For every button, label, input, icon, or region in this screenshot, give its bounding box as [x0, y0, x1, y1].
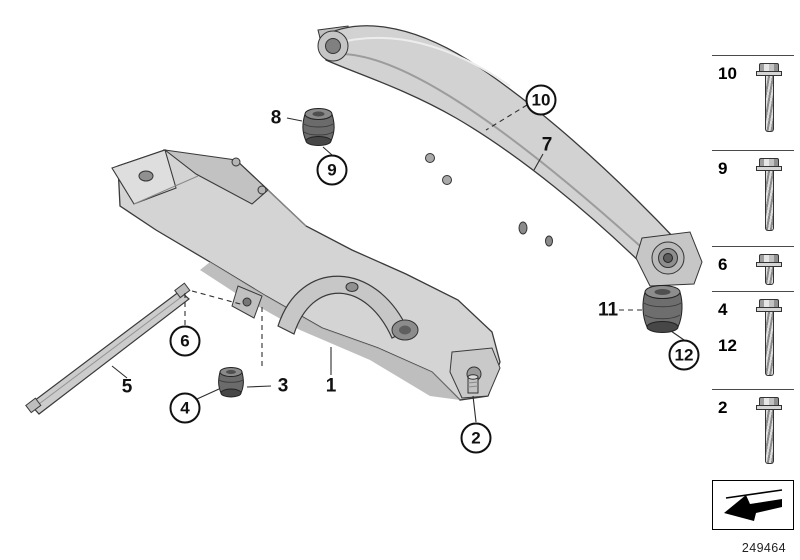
- bolt-shaft: [764, 267, 774, 285]
- callout-7: 7: [541, 134, 553, 156]
- callout-3: 3: [277, 375, 289, 397]
- trailing-arm-part: [317, 25, 703, 287]
- bolt-flange: [756, 262, 782, 267]
- leader-lines: [111, 104, 685, 423]
- callout-8: 8: [270, 107, 282, 129]
- bolt-shaft: [764, 76, 774, 132]
- legend-row-10: 10: [712, 55, 794, 150]
- hex-bolt-icon: [756, 254, 782, 285]
- direction-arrow-icon: [724, 489, 783, 521]
- rubber-mount-3: [218, 367, 244, 398]
- callout-12: 12: [668, 339, 700, 371]
- direction-arrow-cell: [712, 480, 794, 530]
- legend-label-2: 2: [718, 398, 728, 417]
- hex-bolt-icon: [756, 158, 782, 231]
- hex-bolt-icon: [756, 63, 782, 132]
- rubber-mount-12: [642, 285, 683, 333]
- bolt-shaft: [764, 410, 774, 464]
- stabilizer-rod-part: [25, 282, 191, 415]
- callout-11: 11: [597, 299, 619, 321]
- mount-bolt-2: [467, 374, 479, 394]
- legend-row-2: 2: [712, 389, 794, 480]
- callout-4: 4: [169, 392, 201, 424]
- callout-6: 6: [169, 325, 201, 357]
- bolt-flange: [756, 71, 782, 76]
- legend-label-4: 4: [718, 300, 728, 319]
- callout-1: 1: [325, 375, 337, 397]
- callout-10: 10: [525, 84, 557, 116]
- legend-label-6: 6: [718, 255, 728, 274]
- legend-row-9: 9: [712, 150, 794, 246]
- bolt-flange: [756, 307, 782, 312]
- hex-bolt-icon: [756, 299, 782, 376]
- legend-row-6: 6: [712, 246, 794, 291]
- callout-2: 2: [460, 422, 492, 454]
- hex-bolt-icon: [756, 397, 782, 464]
- legend-label-9: 9: [718, 159, 728, 178]
- fastener-legend: 10 9 6 4 12: [712, 55, 794, 480]
- legend-row-4-12: 4 12: [712, 291, 794, 389]
- legend-label-10: 10: [718, 64, 737, 83]
- part-number: 249464: [741, 541, 786, 555]
- bolt-shaft: [764, 312, 774, 376]
- bolt-shaft: [764, 171, 774, 231]
- subframe-part: [111, 149, 501, 401]
- rubber-mount-8: [302, 108, 335, 146]
- bolt-flange: [756, 405, 782, 410]
- callout-9: 9: [316, 154, 348, 186]
- bolt-flange: [756, 166, 782, 171]
- callout-5: 5: [121, 376, 133, 398]
- legend-label-12: 12: [718, 336, 737, 355]
